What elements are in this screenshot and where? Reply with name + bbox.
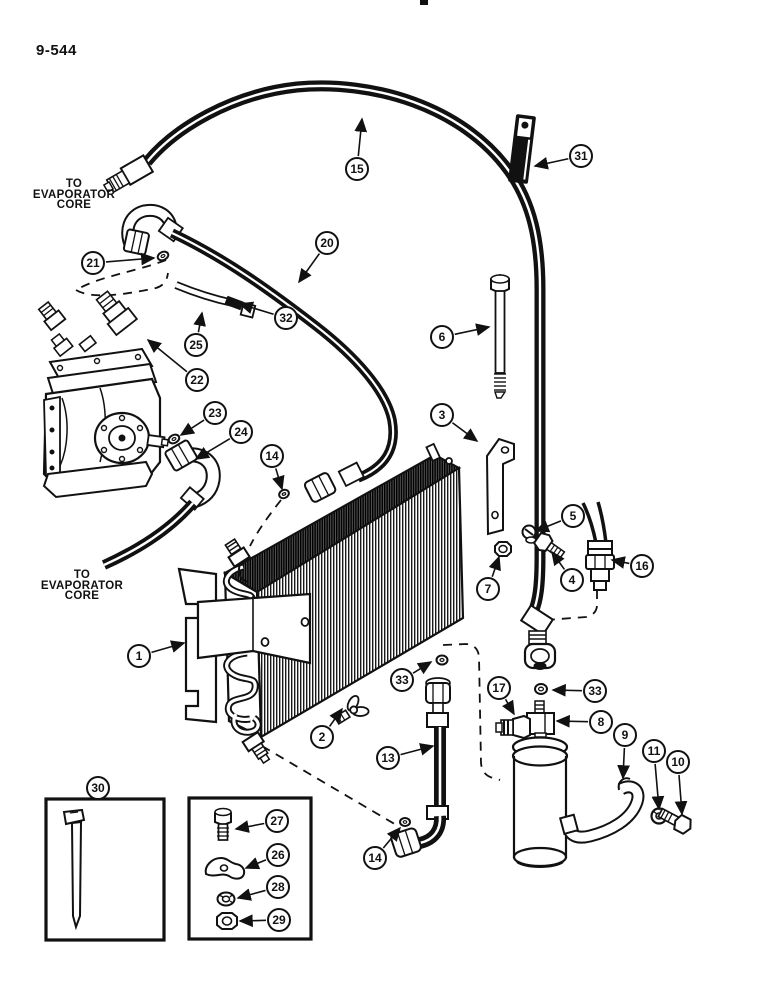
callout-arrows — [105, 117, 688, 928]
callout-arrow-28 — [236, 888, 266, 901]
callout-17: 17 — [487, 676, 511, 700]
callout-arrow-33 — [551, 683, 583, 697]
callout-arrow-6 — [454, 323, 491, 336]
callout-arrow-22 — [146, 338, 188, 373]
receiver-drier — [495, 700, 569, 868]
callout-6: 6 — [430, 325, 454, 349]
callout-arrow-25 — [193, 311, 206, 333]
bolt-6 — [490, 273, 510, 399]
callout-arrow-13 — [400, 743, 435, 756]
callout-4: 4 — [560, 568, 584, 592]
bracket-3 — [485, 437, 515, 536]
callout-15: 15 — [345, 157, 369, 181]
callout-arrow-32 — [238, 301, 274, 315]
callout-21: 21 — [81, 251, 105, 275]
hose-15-end-fitting — [519, 603, 557, 670]
condenser-inlet-fitting — [224, 538, 252, 583]
callout-2: 2 — [310, 725, 334, 749]
callout-arrow-29 — [238, 914, 267, 928]
callout-20: 20 — [315, 231, 339, 255]
callout-arrow-8 — [555, 714, 589, 728]
callout-9: 9 — [613, 723, 637, 747]
o-ring-23 — [167, 433, 181, 445]
callout-arrow-21 — [105, 252, 156, 266]
callout-arrow-10 — [674, 774, 688, 816]
callout-32: 32 — [274, 306, 298, 330]
callout-arrow-11 — [651, 763, 665, 811]
callout-33: 33 — [390, 668, 414, 692]
callout-arrow-20 — [298, 253, 321, 284]
callout-8: 8 — [589, 710, 613, 734]
callout-arrow-4 — [551, 550, 566, 570]
pressure-switch-16 — [581, 501, 615, 591]
callout-22: 22 — [185, 368, 209, 392]
page-number: 9-544 — [36, 42, 77, 59]
bolt-10 — [657, 807, 692, 835]
callout-10: 10 — [666, 750, 690, 774]
callout-arrow-2 — [328, 707, 343, 727]
label-to-evaporator-core-bottom: TO EVAPORATOR CORE — [40, 569, 124, 602]
scan-artifact — [420, 0, 428, 5]
callout-7: 7 — [476, 577, 500, 601]
condenser-channel-plate — [196, 592, 312, 665]
callout-arrow-17 — [502, 698, 515, 716]
callout-24: 24 — [229, 420, 253, 444]
clamp-9 — [558, 777, 645, 844]
callout-arrow-15 — [354, 117, 368, 157]
callout-arrow-1 — [151, 640, 186, 654]
callout-28: 28 — [266, 875, 290, 899]
callout-13: 13 — [376, 746, 400, 770]
label-to-evaporator-core-top: TO EVAPORATOR CORE — [32, 178, 116, 211]
kit-box-30 — [44, 797, 166, 942]
callout-11: 11 — [642, 739, 666, 763]
callout-arrow-31 — [533, 157, 569, 170]
o-ring-21 — [156, 250, 170, 262]
callout-3: 3 — [430, 403, 454, 427]
callout-arrow-14 — [382, 826, 402, 849]
callout-arrow-7 — [488, 555, 501, 577]
callout-27: 27 — [265, 809, 289, 833]
callout-arrow-16 — [610, 556, 630, 569]
dashed-guide-lines — [75, 259, 598, 827]
callout-arrow-23 — [179, 419, 205, 436]
hose-15 — [102, 80, 546, 615]
callout-23: 23 — [203, 401, 227, 425]
compressor-illustration — [37, 290, 170, 499]
callout-16: 16 — [630, 554, 654, 578]
callout-arrow-24 — [194, 438, 231, 460]
callout-arrow-26 — [244, 857, 267, 870]
callout-arrow-9 — [617, 747, 630, 780]
strap-31 — [508, 114, 536, 184]
callout-14: 14 — [363, 846, 387, 870]
callout-29: 29 — [267, 908, 291, 932]
callout-30: 30 — [86, 776, 110, 800]
callout-arrow-3 — [451, 422, 479, 442]
callout-5: 5 — [561, 504, 585, 528]
callout-14: 14 — [260, 444, 284, 468]
hose-20 — [121, 203, 398, 503]
callout-26: 26 — [266, 843, 290, 867]
nut-7 — [494, 541, 512, 557]
callout-25: 25 — [184, 333, 208, 357]
condenser-outlet-fitting — [241, 730, 271, 765]
callout-arrow-5 — [534, 520, 562, 533]
callout-31: 31 — [569, 144, 593, 168]
callout-arrow-33 — [412, 661, 433, 675]
callout-33: 33 — [583, 679, 607, 703]
callout-arrow-27 — [234, 820, 265, 833]
callout-1: 1 — [127, 644, 151, 668]
callout-arrow-14 — [272, 468, 285, 491]
o-ring-33-right — [534, 683, 548, 695]
